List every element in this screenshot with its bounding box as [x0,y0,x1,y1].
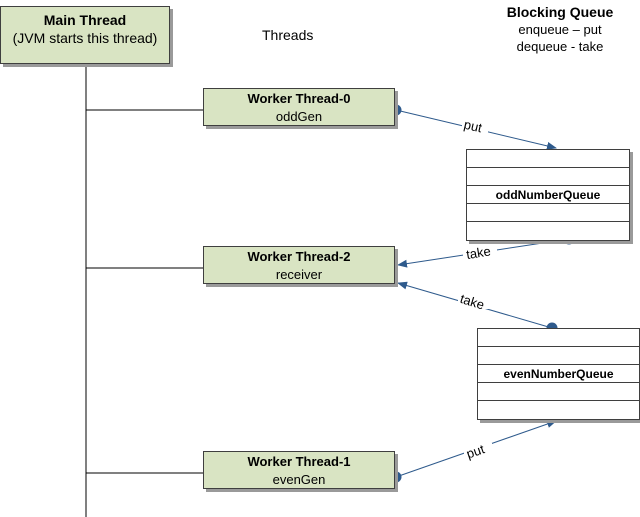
worker-thread-0-box: Worker Thread-0 oddGen [203,88,395,126]
blocking-queue-legend: Blocking Queue enqueue – put dequeue - t… [480,4,640,55]
label-put-odd: put [462,117,483,136]
threads-label: Threads [262,27,314,43]
label-take-odd: take [465,243,492,262]
queue-slot [467,150,629,168]
label-put-even: put [464,441,486,461]
queue-name: oddNumberQueue [467,186,629,204]
worker-thread-2-name: receiver [275,267,323,282]
blocking-queue-title: Blocking Queue [506,4,614,20]
even-number-queue: evenNumberQueue [477,328,640,420]
worker-thread-0-name: oddGen [275,109,323,124]
worker-thread-1-box: Worker Thread-1 evenGen [203,451,395,489]
queue-slot [467,222,629,240]
blocking-queue-dequeue: dequeue - take [516,39,604,54]
blocking-queue-enqueue: enqueue – put [518,22,602,37]
queue-slot [478,329,639,347]
worker-thread-1-title: Worker Thread-1 [247,454,351,469]
worker-thread-0-title: Worker Thread-0 [247,91,351,106]
queue-slot [467,204,629,222]
queue-slot [478,383,639,401]
main-thread-title: Main Thread [43,12,127,28]
queue-name: evenNumberQueue [478,365,639,383]
odd-number-queue: oddNumberQueue [466,149,630,241]
main-thread-subtitle: (JVM starts this thread) [12,30,158,46]
label-take-even: take [458,291,486,313]
queue-slot [478,347,639,365]
worker-thread-1-name: evenGen [272,472,326,487]
worker-thread-2-title: Worker Thread-2 [247,249,351,264]
queue-slot [478,401,639,419]
main-thread-box: Main Thread (JVM starts this thread) [0,6,170,64]
queue-slot [467,168,629,186]
worker-thread-2-box: Worker Thread-2 receiver [203,246,395,284]
